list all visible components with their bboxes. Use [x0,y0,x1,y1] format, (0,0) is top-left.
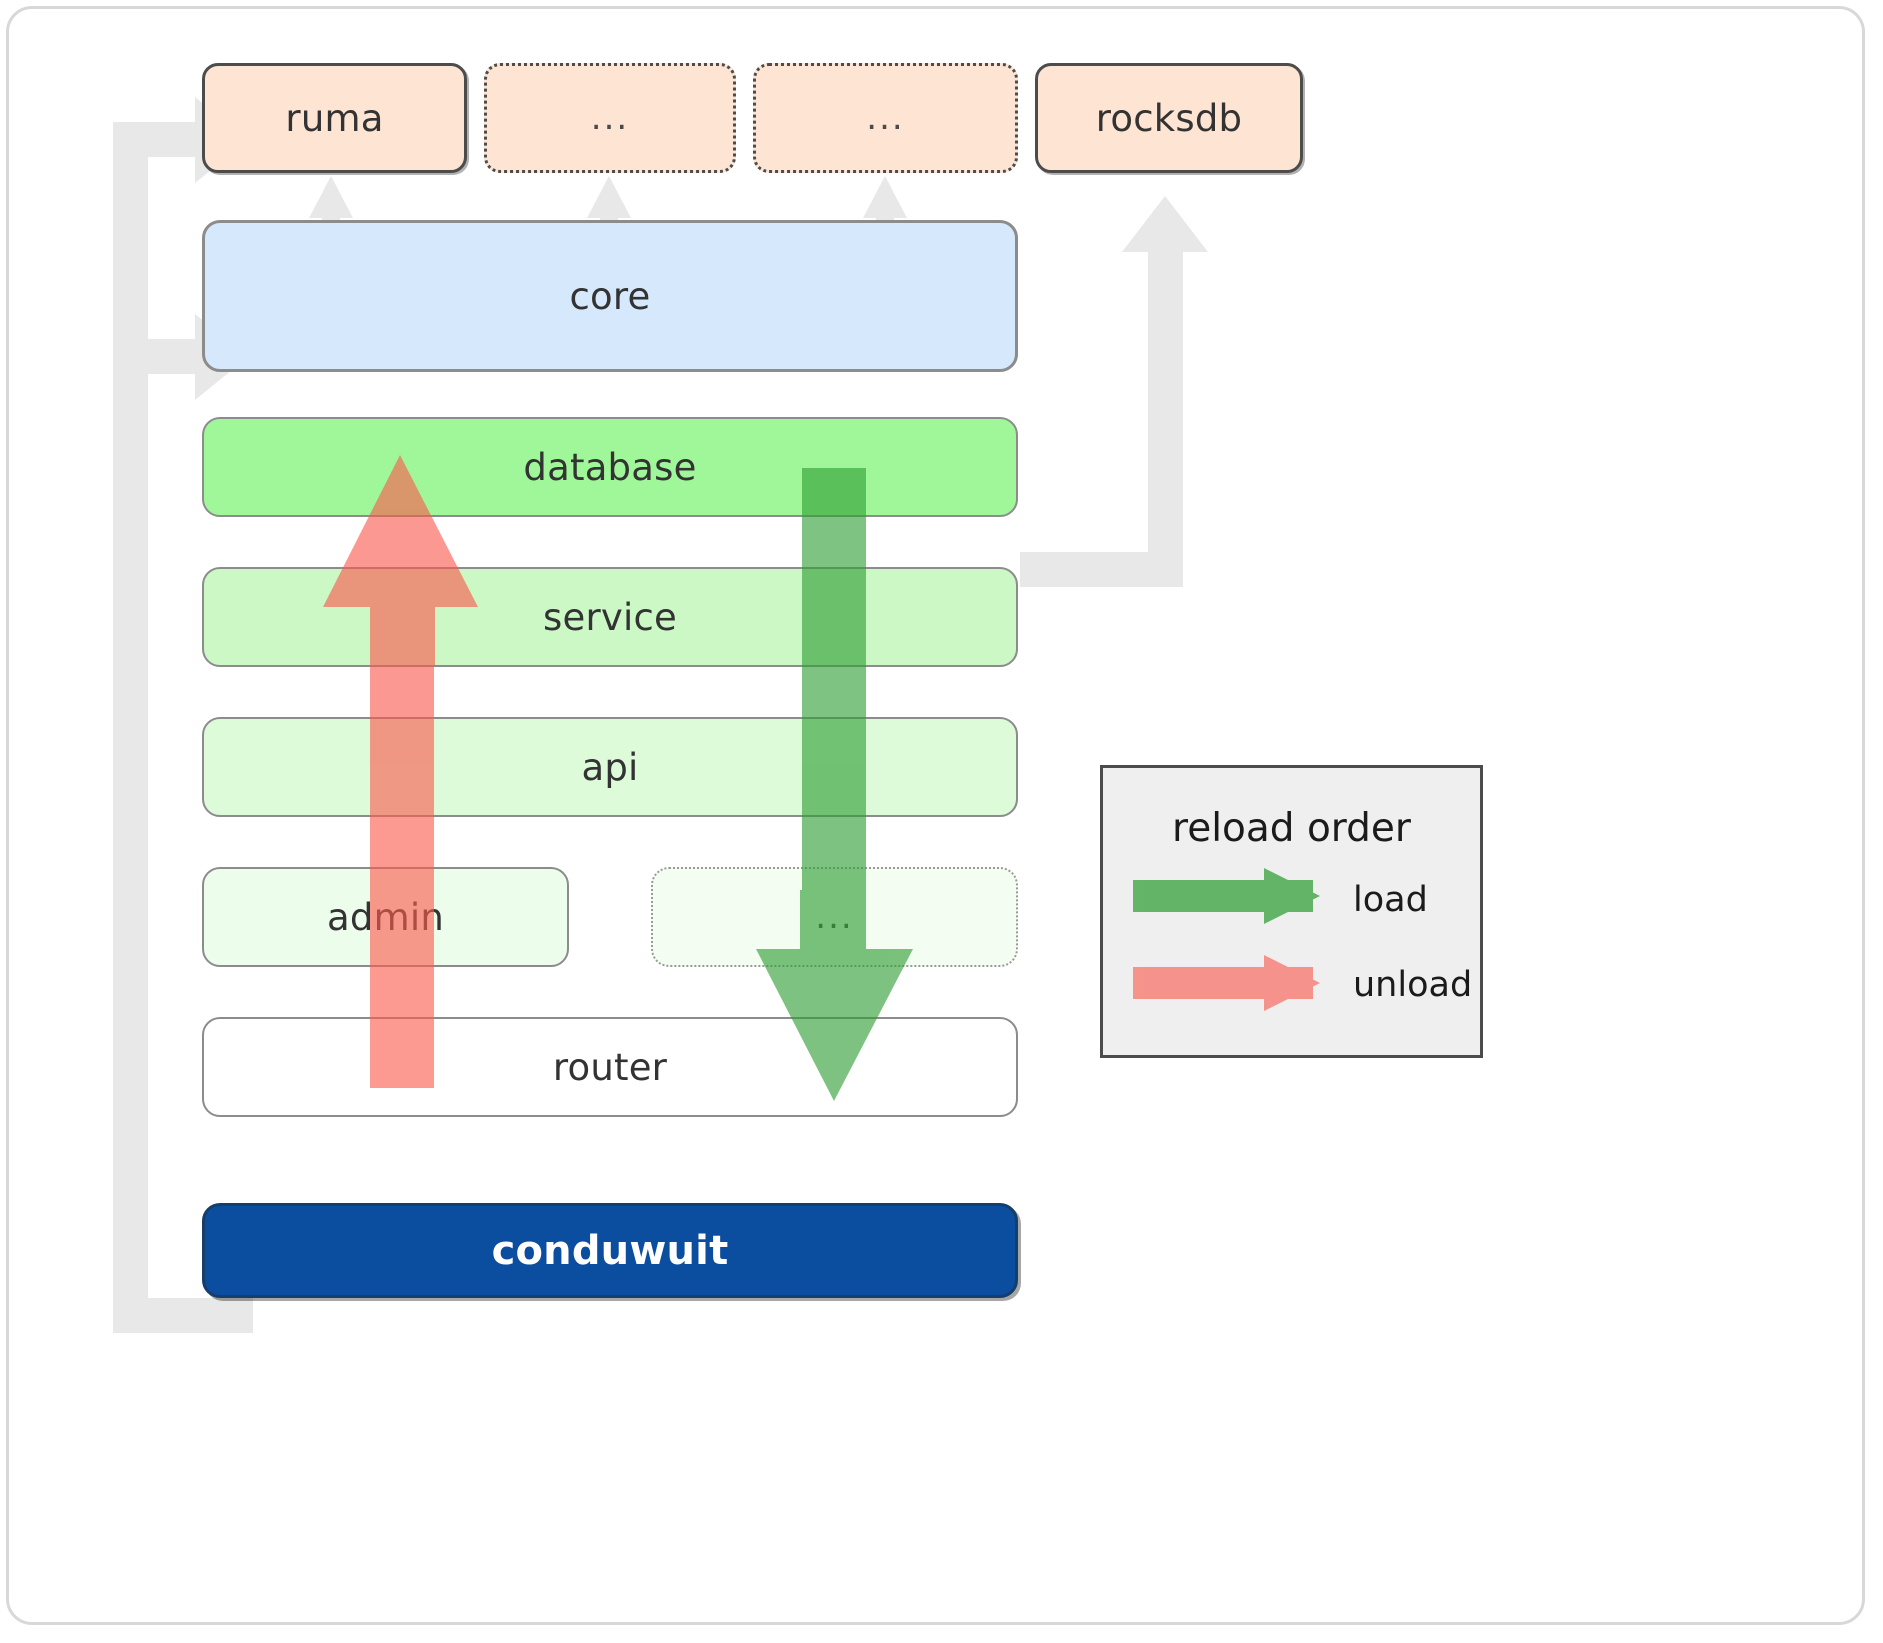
node-dep-ellipsis-1-label: ... [590,98,630,138]
load-arrow-icon [756,468,913,1101]
legend-load-head [1222,868,1320,924]
legend-load-arrow-icon [1133,868,1320,924]
unload-arrow-icon [323,455,478,1088]
legend-label-unload: unload [1353,965,1473,1005]
right-connector-group [1020,196,1208,587]
legend-unload-head [1222,955,1320,1011]
node-dep-ellipsis-2-label: ... [866,98,905,138]
legend-label-load: load [1353,880,1428,920]
node-api[interactable]: api [202,717,1018,817]
node-api-label: api [581,745,639,789]
db-right-stub [1020,552,1148,587]
node-rocksdb[interactable]: rocksdb [1035,63,1303,173]
node-ruma[interactable]: ruma [202,63,467,173]
node-dep-ellipsis-1[interactable]: ... [484,63,736,173]
node-rocksdb-label: rocksdb [1095,96,1243,140]
node-database-label: database [523,445,697,489]
node-core-label: core [569,274,651,318]
node-ruma-label: ruma [285,96,384,140]
node-dep-ellipsis-2[interactable]: ... [753,63,1018,173]
legend-unload-arrow-icon [1133,955,1320,1011]
node-router-label: router [552,1045,668,1089]
arrow-to-rocksdb [1122,196,1208,587]
node-conduwuit[interactable]: conduwuit [202,1203,1018,1298]
node-service-label: service [543,595,677,639]
left-trunk [113,139,148,1330]
legend-title: reload order [1172,806,1411,851]
unload-arrow-head [323,455,478,665]
left-bottom-stub [113,1298,253,1333]
load-arrow-head [756,890,913,1101]
node-router[interactable]: router [202,1017,1018,1117]
node-conduwuit-label: conduwuit [491,1227,729,1274]
node-database[interactable]: database [202,417,1018,517]
node-core[interactable]: core [202,220,1018,372]
